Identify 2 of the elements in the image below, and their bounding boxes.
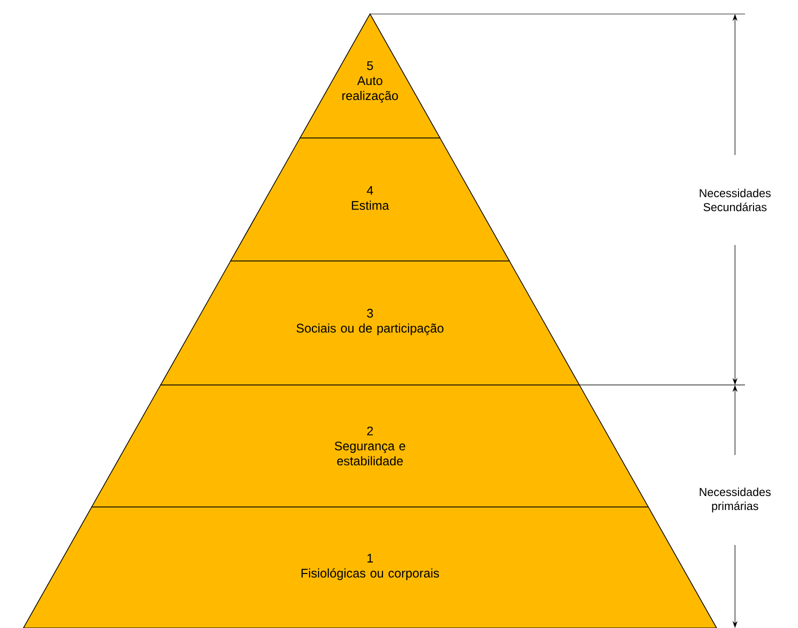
pyramid-level: 2 Segurança e estabilidade	[91, 384, 649, 508]
dimension-label: Necessidades Secundárias	[700, 188, 771, 212]
